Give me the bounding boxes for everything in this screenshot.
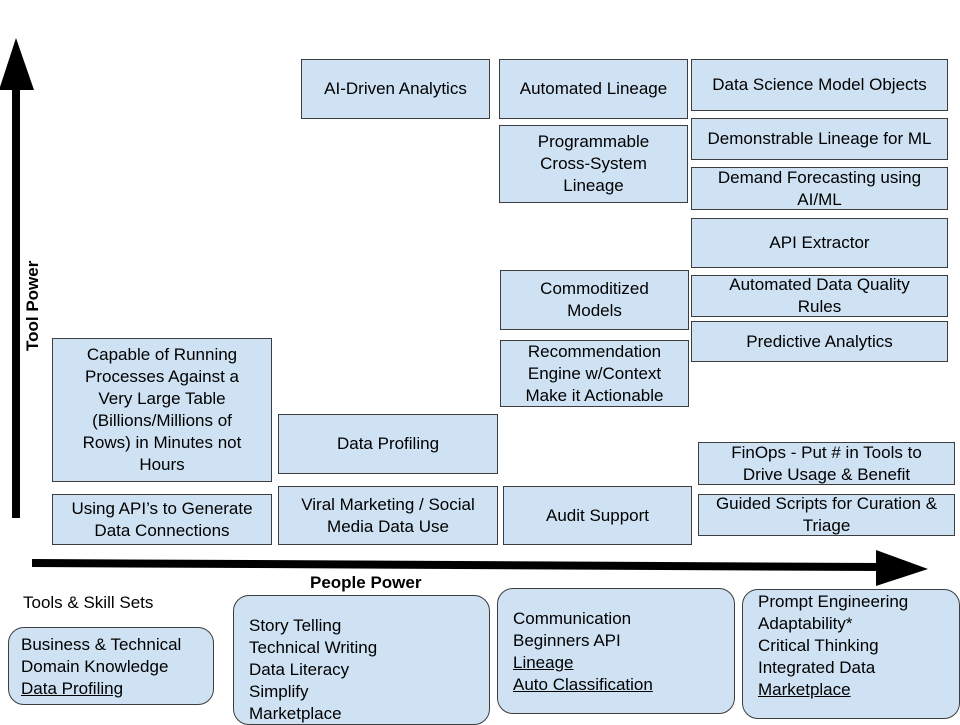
box-label: Automated Data Quality Rules: [729, 275, 910, 316]
x-axis-arrowhead: [876, 550, 928, 586]
y-axis-label: Tool Power: [23, 260, 42, 351]
box-guided-scripts: Guided Scripts for Curation & Triage: [698, 494, 955, 536]
box-automated-lineage: Automated Lineage: [499, 59, 688, 119]
box-label: Data Profiling: [336, 434, 440, 453]
box-viral-marketing: Viral Marketing / Social Media Data Use: [278, 486, 498, 545]
x-axis-label: People Power: [310, 573, 422, 592]
skill-item: Critical Thinking: [758, 636, 879, 655]
skill-set-group-4: Prompt Engineering Adaptability* Critica…: [742, 589, 960, 719]
skill-item: Communication: [513, 609, 632, 628]
box-label: Commoditized Models: [540, 279, 649, 320]
box-label: Demand Forecasting using AI/ML: [717, 167, 922, 209]
box-label: API Extractor: [769, 233, 870, 252]
box-audit-support: Audit Support: [503, 486, 692, 545]
skill-item: Marketplace: [758, 680, 851, 699]
skill-set-group-3: Communication Beginners API Lineage Auto…: [497, 588, 735, 714]
box-large-table-processes: Capable of Running Processes Against a V…: [52, 338, 272, 482]
box-label: AI-Driven Analytics: [324, 79, 467, 98]
skill-item: Prompt Engineering: [758, 592, 909, 611]
box-label: Guided Scripts for Curation & Triage: [715, 494, 938, 535]
box-label: Recommendation Engine w/Context Make it …: [525, 341, 664, 405]
skill-set-group-1: Business & Technical Domain Knowledge Da…: [8, 627, 214, 705]
skill-item: Data Literacy: [249, 660, 350, 679]
skill-item: Data Profiling: [21, 679, 124, 698]
box-label: Capable of Running Processes Against a V…: [82, 345, 242, 474]
box-label: FinOps - Put # in Tools to Drive Usage &…: [731, 442, 922, 484]
skill-set-group-2: Story Telling Technical Writing Data Lit…: [233, 595, 490, 725]
box-api-extractor: API Extractor: [691, 218, 948, 268]
skill-item: Domain Knowledge: [21, 657, 169, 676]
box-label: Predictive Analytics: [746, 331, 893, 351]
tools-skill-sets-label: Tools & Skill Sets: [23, 593, 154, 612]
box-data-science-model-objects: Data Science Model Objects: [691, 59, 948, 111]
box-label: Demonstrable Lineage for ML: [707, 129, 932, 148]
box-label: Viral Marketing / Social Media Data Use: [301, 494, 475, 536]
skill-item: Story Telling: [249, 616, 342, 635]
skill-item: Lineage: [513, 653, 574, 672]
skill-item: Business & Technical: [21, 635, 182, 654]
skill-item: Beginners API: [513, 631, 621, 650]
box-commoditized-models: Commoditized Models: [500, 270, 689, 330]
box-demand-forecasting: Demand Forecasting using AI/ML: [691, 167, 948, 210]
skill-item: Auto Classification: [513, 675, 653, 694]
skill-item: Adaptability*: [758, 614, 853, 633]
x-axis-line: [31, 559, 881, 571]
skill-item: Simplify: [249, 682, 309, 701]
box-demonstrable-lineage-ml: Demonstrable Lineage for ML: [691, 118, 948, 160]
box-label: Programmable Cross-System Lineage: [537, 132, 650, 195]
box-automated-data-quality-rules: Automated Data Quality Rules: [691, 275, 948, 317]
box-programmable-cross-system-lineage: Programmable Cross-System Lineage: [499, 125, 688, 203]
skill-item: Marketplace: [249, 704, 342, 723]
box-label: Data Science Model Objects: [712, 75, 927, 94]
box-data-profiling: Data Profiling: [278, 414, 498, 474]
box-label: Using API’s to Generate Data Connections: [71, 498, 253, 540]
skill-item: Integrated Data: [758, 658, 876, 677]
box-api-data-connections: Using API’s to Generate Data Connections: [52, 494, 272, 545]
box-label: Audit Support: [545, 505, 649, 525]
y-axis-arrowhead: [0, 38, 34, 90]
box-ai-driven-analytics: AI-Driven Analytics: [301, 59, 490, 119]
box-finops: FinOps - Put # in Tools to Drive Usage &…: [698, 442, 955, 485]
skill-item: Technical Writing: [249, 638, 378, 657]
box-recommendation-engine: Recommendation Engine w/Context Make it …: [500, 340, 689, 407]
box-predictive-analytics: Predictive Analytics: [691, 321, 948, 362]
box-label: Automated Lineage: [519, 79, 668, 98]
